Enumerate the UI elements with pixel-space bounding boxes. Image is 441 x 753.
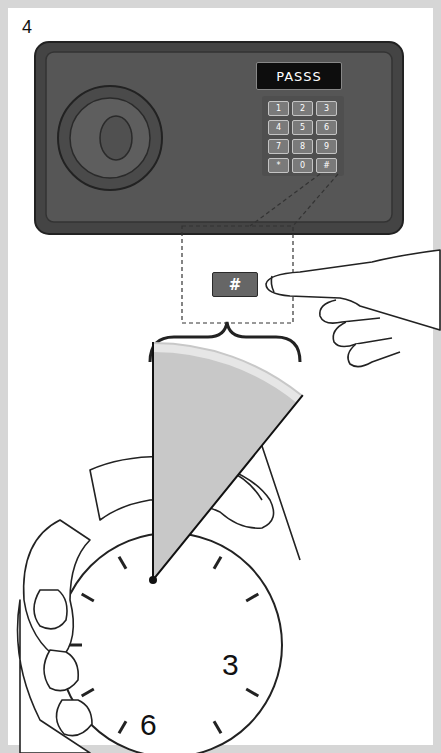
keypad-key: 7 [268, 139, 289, 154]
key-label: PASSS [276, 69, 322, 84]
clock-tick [119, 721, 126, 733]
safe-door [46, 52, 392, 222]
elapsed-sector [153, 342, 303, 580]
dial-knob [100, 116, 132, 160]
key-label: 7 [276, 142, 281, 151]
zoom-box [182, 226, 293, 323]
sector-arc [153, 348, 299, 400]
clock-numeral: 6 [140, 710, 157, 740]
key-label: * [277, 161, 281, 170]
keypad-key: # [316, 158, 337, 173]
leader-line [293, 174, 338, 226]
key-label: 9 [324, 142, 329, 151]
step-number: 4 [22, 18, 32, 36]
dial-ring [70, 98, 150, 178]
keypad-key: * [268, 158, 289, 173]
key-label: 5 [300, 123, 305, 132]
keypad-key: 4 [268, 120, 289, 135]
keypad-key: 2 [292, 101, 313, 116]
key-label: 6 [324, 123, 329, 132]
key-label: 4 [276, 123, 281, 132]
safe-body [35, 42, 403, 234]
key-label: # [229, 276, 242, 294]
clock-tick [246, 689, 258, 696]
clock-numeral: 3 [222, 650, 239, 680]
clock-tick [82, 594, 94, 601]
keypad-key: 0 [292, 158, 313, 173]
key-label: 2 [300, 104, 305, 113]
key-label: # [323, 161, 330, 170]
leader-line [250, 174, 320, 226]
key-label: 3 [324, 104, 329, 113]
key-label: 8 [300, 142, 305, 151]
key-label: 1 [276, 104, 281, 113]
clock-tick [119, 557, 126, 569]
pointing-hand [266, 250, 440, 367]
key-label: 0 [300, 161, 305, 170]
keypad-key: 6 [316, 120, 337, 135]
sector-edges [153, 342, 303, 580]
clock-tick [246, 594, 258, 601]
clock-tick [214, 721, 221, 733]
keypad-key: 9 [316, 139, 337, 154]
keypad-key: 8 [292, 139, 313, 154]
lcd-display: PASSS [256, 62, 342, 90]
clock-ticks [68, 543, 258, 733]
clock-tick [82, 689, 94, 696]
keypad-plate [262, 96, 344, 176]
keypad-key: 3 [316, 101, 337, 116]
pivot-dot [149, 576, 157, 584]
keypad-key: 5 [292, 120, 313, 135]
clock-tick [214, 557, 221, 569]
safe-dial [58, 86, 162, 190]
keypad-key: 1 [268, 101, 289, 116]
zoomed-key: # [212, 272, 258, 297]
